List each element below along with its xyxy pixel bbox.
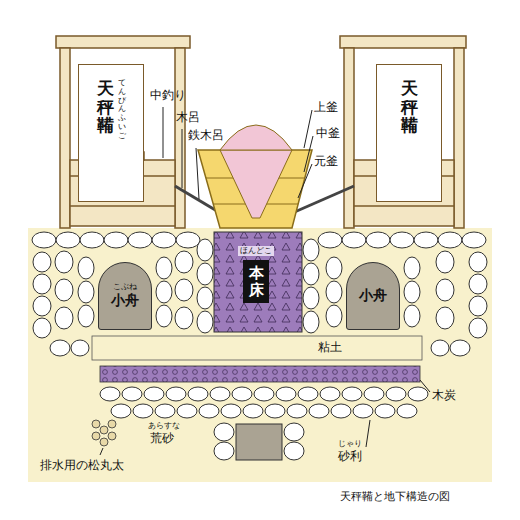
furnace-charge <box>220 150 292 218</box>
hondoko-bed <box>214 232 302 332</box>
ruby-text: こぶね <box>113 282 137 292</box>
part-label: 上釜 <box>314 100 338 115</box>
part-label: 粘土 <box>318 340 342 355</box>
part-label: 排水用の松丸太 <box>40 458 124 473</box>
kobune-name: 小舟 <box>111 292 139 310</box>
clay-band <box>92 336 422 360</box>
bellows-frame <box>340 36 466 228</box>
bellows-panel: 天秤鞴 <box>376 64 442 202</box>
furnace-wall <box>198 150 312 228</box>
bellows-frame <box>56 36 190 228</box>
part-label: 木炭 <box>432 388 456 403</box>
ground <box>28 228 492 482</box>
pine-logs <box>92 420 116 446</box>
ruby-text: ほんどこ <box>238 246 274 256</box>
part-label: 砂利 <box>338 449 362 464</box>
ruby-text: あらすな <box>148 421 180 431</box>
charcoal-band <box>100 366 420 382</box>
charge-mound <box>220 125 292 150</box>
part-label: 中釣り <box>150 88 186 103</box>
kobune-chamber: 小舟 <box>346 262 400 330</box>
part-label: 荒砂 <box>150 431 174 446</box>
ruby-text: てんびんふいご <box>118 79 126 141</box>
bellows-panel: 天秤鞴てんびんふいご <box>78 64 144 202</box>
bellows-name: 天秤鞴 <box>401 79 418 135</box>
figure-caption: 天秤鞴と地下構造の図 <box>340 490 450 504</box>
hondoko-label-box: 本床ほんどこ <box>243 260 269 303</box>
part-label: 鉄木呂 <box>188 128 224 143</box>
ruby-text: じゃり <box>338 439 362 449</box>
part-label: 中釜 <box>316 126 340 141</box>
part-label: 木呂 <box>176 110 200 125</box>
kobune-chamber: こぶね小舟 <box>98 262 152 330</box>
drain-box <box>236 424 282 460</box>
bellows-name: 天秤鞴 <box>97 79 114 135</box>
stones <box>32 232 487 460</box>
part-label: 元釜 <box>314 154 338 169</box>
kobune-name: 小舟 <box>359 287 387 305</box>
hondoko-name: 本床 <box>249 265 264 298</box>
